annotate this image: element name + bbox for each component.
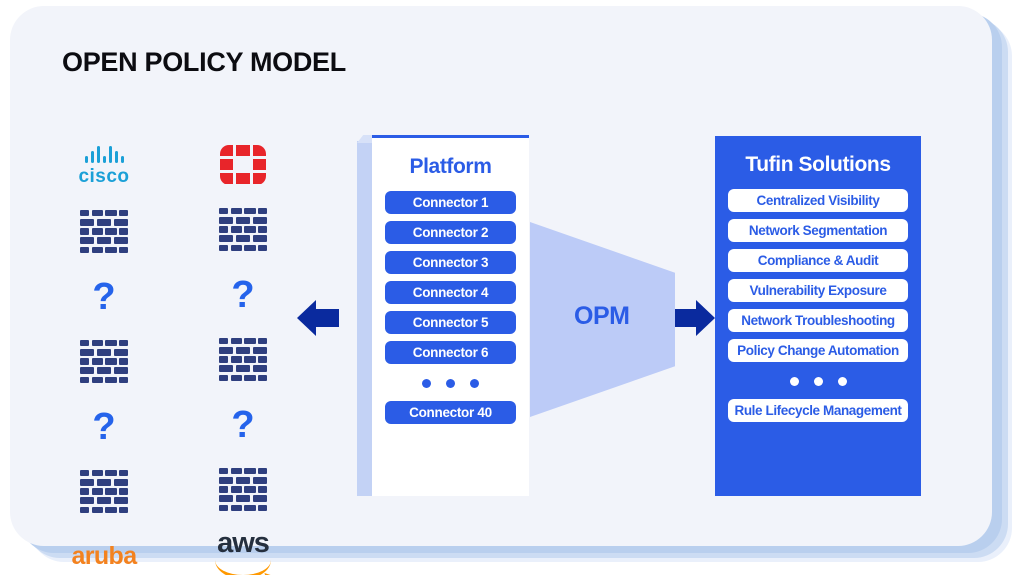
- aws-smile-icon: [215, 560, 271, 575]
- arrow-right-to-solutions: [673, 300, 715, 336]
- arrow-head-icon: [297, 300, 316, 336]
- aruba-wordmark: aruba: [71, 542, 137, 570]
- platform-title: Platform: [409, 155, 492, 178]
- solution-pill-centralized-visibility[interactable]: Centralized Visibility: [728, 189, 908, 212]
- firewall-icon: [50, 459, 158, 524]
- solution-pill-policy-change-automation[interactable]: Policy Change Automation: [728, 339, 908, 362]
- aws-wordmark: aws: [217, 527, 270, 560]
- tufin-solutions-panel: Tufin Solutions Centralized Visibility N…: [715, 136, 921, 496]
- solution-pill-network-troubleshooting[interactable]: Network Troubleshooting: [728, 309, 908, 332]
- question-mark-glyph: ?: [92, 275, 116, 318]
- fortinet-grid-icon: [220, 144, 266, 185]
- solution-pill-network-segmentation[interactable]: Network Segmentation: [728, 219, 908, 242]
- arrow-shaft: [673, 309, 697, 327]
- vendor-logo-aws: aws: [189, 522, 297, 575]
- firewall-icon: [50, 199, 158, 264]
- vendor-logo-cisco: cisco: [50, 134, 158, 199]
- platform-panel-spine: [357, 141, 372, 496]
- arrow-left-to-vendors: [297, 300, 339, 336]
- arrow-head-icon: [696, 300, 715, 336]
- solution-pill-vulnerability-exposure[interactable]: Vulnerability Exposure: [728, 279, 908, 302]
- firewall-icon: [189, 457, 297, 522]
- question-mark-glyph: ?: [231, 273, 255, 316]
- firewall-icon: [189, 327, 297, 392]
- vendor-logo-aruba: aruba: [50, 524, 158, 575]
- arrow-shaft: [315, 309, 339, 327]
- connector-button-5[interactable]: Connector 5: [385, 311, 516, 334]
- question-mark-icon: ?: [50, 264, 158, 329]
- connector-button-3[interactable]: Connector 3: [385, 251, 516, 274]
- cisco-bars-icon: [84, 145, 124, 163]
- question-mark-glyph: ?: [92, 405, 116, 448]
- cisco-wordmark: cisco: [78, 165, 130, 187]
- solution-pill-rule-lifecycle-management[interactable]: Rule Lifecycle Management: [728, 399, 908, 422]
- connector-button-1[interactable]: Connector 1: [385, 191, 516, 214]
- solution-pill-compliance-audit[interactable]: Compliance & Audit: [728, 249, 908, 272]
- connector-button-4[interactable]: Connector 4: [385, 281, 516, 304]
- connector-button-2[interactable]: Connector 2: [385, 221, 516, 244]
- connector-button-40[interactable]: Connector 40: [385, 401, 516, 424]
- question-mark-icon: ?: [189, 392, 297, 457]
- platform-ellipsis-icon: [422, 371, 479, 395]
- platform-panel: Platform Connector 1 Connector 2 Connect…: [372, 135, 529, 496]
- vendor-column-right: ? ? aws: [189, 132, 297, 575]
- firewall-icon: [189, 197, 297, 262]
- firewall-icon: [50, 329, 158, 394]
- question-mark-icon: ?: [189, 262, 297, 327]
- question-mark-icon: ?: [50, 394, 158, 459]
- vendor-column-left: cisco ? ?: [50, 134, 158, 575]
- opm-label: OPM: [574, 302, 630, 330]
- connector-button-6[interactable]: Connector 6: [385, 341, 516, 364]
- question-mark-glyph: ?: [231, 403, 255, 446]
- vendor-logo-fortinet: [189, 132, 297, 197]
- tufin-ellipsis-icon: [789, 369, 847, 393]
- tufin-solutions-title: Tufin Solutions: [745, 153, 891, 176]
- page-title: OPEN POLICY MODEL: [62, 47, 346, 77]
